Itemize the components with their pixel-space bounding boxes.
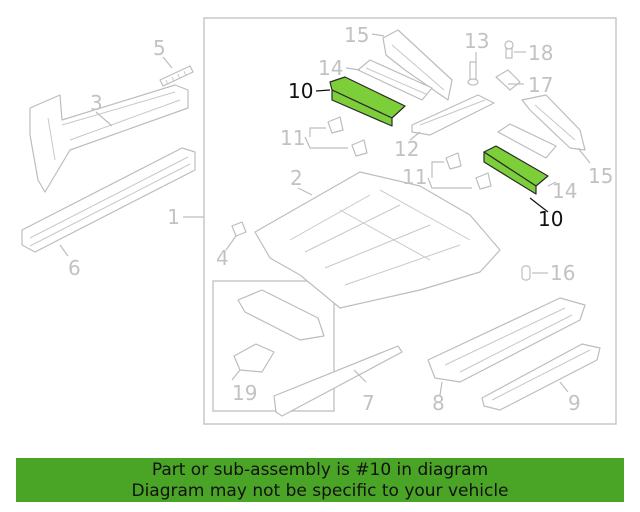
callout-18: 18 bbox=[528, 41, 553, 65]
part-8-tunnel[interactable] bbox=[427, 297, 586, 383]
part-12-crossmember[interactable] bbox=[411, 94, 495, 136]
banner-line-2: Diagram may not be specific to your vehi… bbox=[131, 481, 509, 501]
callout-17: 17 bbox=[528, 73, 553, 97]
part-4-bracket[interactable] bbox=[231, 221, 247, 237]
part-9-reinforcement[interactable] bbox=[481, 343, 601, 411]
part-14-right-rail[interactable] bbox=[497, 123, 557, 159]
callout-11-lower: 11 bbox=[402, 165, 427, 189]
part-2-floor-pan[interactable] bbox=[254, 171, 501, 309]
callout-10-lower: 10 bbox=[538, 207, 563, 231]
callout-11-upper: 11 bbox=[280, 126, 305, 150]
part-10-upper-highlight[interactable] bbox=[329, 76, 406, 127]
callout-16: 16 bbox=[550, 261, 575, 285]
part-11-lower-brackets[interactable] bbox=[445, 152, 492, 190]
callout-4: 4 bbox=[216, 246, 229, 270]
part-11-upper-brackets[interactable] bbox=[327, 116, 368, 157]
callout-12: 12 bbox=[394, 137, 419, 161]
callout-19: 19 bbox=[232, 381, 257, 405]
part-7-sill[interactable] bbox=[273, 345, 403, 417]
part-6-rocker[interactable] bbox=[21, 147, 196, 253]
part-5-clip[interactable] bbox=[159, 65, 194, 87]
callout-15-upper: 15 bbox=[344, 23, 369, 47]
part-18-screw[interactable] bbox=[504, 40, 514, 59]
callout-7: 7 bbox=[362, 391, 375, 415]
callout-6: 6 bbox=[68, 256, 81, 280]
callout-10-upper: 10 bbox=[288, 79, 313, 103]
callout-14-upper: 14 bbox=[318, 56, 343, 80]
callout-2: 2 bbox=[290, 166, 303, 190]
callout-15-lower: 15 bbox=[588, 164, 613, 188]
banner-line-1: Part or sub-assembly is #10 in diagram bbox=[151, 460, 489, 480]
part-19-inset-panel[interactable] bbox=[233, 289, 325, 373]
part-16-plug[interactable] bbox=[521, 265, 531, 281]
parts-diagram: 1 2 3 4 5 6 7 8 9 10 10 11 11 12 13 14 1… bbox=[21, 17, 617, 425]
part-3-side-panel[interactable] bbox=[29, 84, 189, 193]
callout-14-lower: 14 bbox=[552, 179, 577, 203]
part-13-bolt[interactable] bbox=[467, 61, 479, 86]
callout-1: 1 bbox=[167, 205, 180, 229]
callout-8: 8 bbox=[432, 391, 445, 415]
callout-13: 13 bbox=[464, 29, 489, 53]
part-15-right-crossmember[interactable] bbox=[521, 94, 586, 151]
part-15-upper-crossmember[interactable] bbox=[382, 29, 453, 101]
part-14-upper-rail[interactable] bbox=[357, 59, 433, 101]
inset-frame bbox=[212, 280, 335, 412]
info-banner: Part or sub-assembly is #10 in diagram D… bbox=[16, 458, 624, 502]
part-10-lower-highlight[interactable] bbox=[483, 145, 549, 195]
callout-3: 3 bbox=[90, 91, 103, 115]
assembly-frame bbox=[203, 17, 617, 425]
callout-9: 9 bbox=[568, 391, 581, 415]
callout-5: 5 bbox=[153, 36, 166, 60]
part-17-clip[interactable] bbox=[495, 69, 521, 91]
